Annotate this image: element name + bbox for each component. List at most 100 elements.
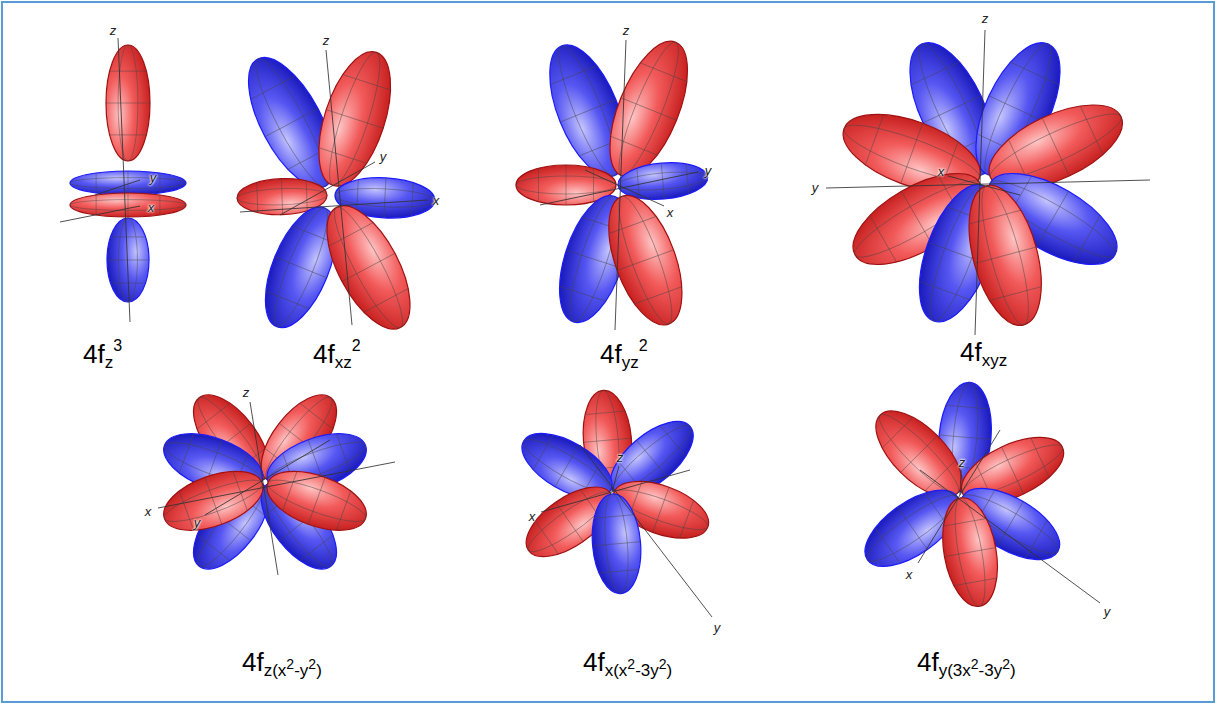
lobe-mesh bbox=[110, 134, 147, 135]
axis-line bbox=[615, 40, 626, 330]
lobe-mesh bbox=[251, 76, 295, 100]
lobe-mesh bbox=[159, 195, 160, 215]
lobe-mesh bbox=[973, 182, 1038, 329]
axis-label: y bbox=[150, 171, 157, 184]
orbital-lobe bbox=[106, 45, 150, 161]
lobe-surface bbox=[70, 171, 186, 195]
axis-line bbox=[158, 462, 395, 508]
lobe-mesh bbox=[329, 223, 373, 247]
orbital-symbol: 4f bbox=[83, 339, 105, 369]
lobe-mesh bbox=[555, 445, 579, 487]
lobe-mesh bbox=[107, 260, 149, 261]
lobe-mesh bbox=[1002, 447, 1024, 494]
lobe-surface bbox=[107, 218, 149, 302]
lobe-mesh bbox=[308, 477, 325, 524]
orbital-lobe bbox=[70, 193, 186, 217]
orbital-name: 4fz(x2-y2) bbox=[242, 646, 322, 682]
lobe-mesh bbox=[326, 110, 383, 129]
lobe-mesh bbox=[870, 216, 897, 262]
lobe-surface bbox=[106, 45, 150, 161]
axis-line bbox=[948, 176, 1020, 195]
orbital-index: 2 bbox=[971, 656, 979, 672]
orbital-index: 2 bbox=[352, 337, 361, 354]
lobe-mesh bbox=[110, 71, 147, 72]
lobe-mesh bbox=[128, 193, 129, 217]
lobe-surface bbox=[594, 186, 697, 334]
orbital-index: ) bbox=[316, 661, 322, 680]
lobe-mesh bbox=[257, 183, 258, 213]
axis-line bbox=[95, 180, 140, 195]
axis-line bbox=[585, 170, 664, 206]
orbital-name: 4fx(x2-3y2) bbox=[583, 646, 672, 682]
lobe-mesh bbox=[901, 123, 923, 183]
lobe-mesh bbox=[319, 148, 367, 163]
lobe-mesh bbox=[969, 210, 1021, 224]
orbital-index: z bbox=[105, 353, 114, 372]
lobe-mesh bbox=[300, 403, 333, 429]
lobe-mesh bbox=[1037, 191, 1069, 246]
axis-line bbox=[918, 430, 1000, 563]
orbital-symbol: 4f bbox=[917, 647, 939, 677]
lobe-mesh bbox=[197, 535, 230, 561]
lobe-mesh bbox=[412, 183, 414, 216]
orbital-symbol: 4f bbox=[600, 339, 622, 369]
lobe-mesh bbox=[611, 136, 657, 155]
lobe-mesh bbox=[560, 286, 606, 301]
lobe-mesh bbox=[275, 257, 327, 278]
lobe-surface bbox=[310, 193, 427, 341]
lobe-mesh bbox=[640, 63, 686, 82]
lobe-mesh bbox=[550, 66, 596, 85]
axis-label: x bbox=[145, 505, 152, 518]
lobe-mesh bbox=[96, 195, 97, 215]
lobe-mesh bbox=[384, 178, 386, 218]
axis-label: y bbox=[1104, 605, 1111, 618]
lobe-mesh bbox=[197, 403, 230, 429]
lobe-mesh bbox=[653, 487, 669, 532]
lobe-mesh bbox=[357, 180, 359, 213]
lobe-mesh bbox=[266, 291, 309, 309]
axis-label: y bbox=[812, 181, 819, 194]
axis-label: x bbox=[433, 194, 440, 207]
axis-label: x bbox=[667, 206, 674, 219]
lobe-mesh bbox=[161, 472, 266, 529]
lobe-mesh bbox=[974, 247, 1036, 264]
lobe-mesh bbox=[179, 491, 193, 530]
lobe-mesh bbox=[283, 471, 297, 510]
lobe-mesh bbox=[264, 472, 369, 529]
lobe-mesh bbox=[997, 501, 1023, 546]
lobe-mesh bbox=[990, 287, 1042, 301]
lobe-mesh bbox=[584, 438, 632, 442]
axis-label: x bbox=[938, 165, 945, 178]
orbital-figure bbox=[826, 30, 1150, 335]
lobe-mesh bbox=[106, 103, 150, 104]
orbital-index: yz bbox=[622, 353, 639, 372]
lobe-mesh bbox=[1031, 438, 1049, 477]
orbital-lobe bbox=[107, 218, 149, 302]
lobe-mesh bbox=[898, 507, 928, 550]
orbital-index: -3y bbox=[979, 661, 1003, 680]
orbital-index: -y bbox=[294, 661, 308, 680]
lobe-mesh bbox=[336, 434, 350, 473]
axis-line bbox=[540, 172, 698, 205]
orbital-lobe bbox=[156, 460, 271, 543]
axis-label: z bbox=[982, 12, 989, 25]
axis-line bbox=[250, 402, 278, 575]
lobe-surface bbox=[305, 43, 405, 195]
axis-label: y bbox=[705, 164, 712, 177]
axis-label: z bbox=[323, 34, 330, 47]
orbital-symbol: 4f bbox=[583, 647, 605, 677]
orbital-index: xyz bbox=[982, 351, 1008, 370]
axis-label: z bbox=[617, 451, 624, 464]
lobe-mesh bbox=[364, 289, 408, 313]
lobe-mesh bbox=[954, 578, 997, 586]
orbital-index: 2 bbox=[659, 656, 667, 672]
axis-line bbox=[920, 470, 1100, 603]
orbital-figure bbox=[512, 388, 716, 617]
axis-line bbox=[580, 445, 712, 617]
orbital-symbol: 4f bbox=[242, 647, 264, 677]
lobe-mesh bbox=[1073, 216, 1100, 262]
orbital-figure bbox=[156, 382, 395, 581]
orbital-name: 4fyz2 bbox=[600, 336, 648, 374]
axis-label: y bbox=[194, 516, 201, 529]
lobe-mesh bbox=[1026, 520, 1048, 558]
